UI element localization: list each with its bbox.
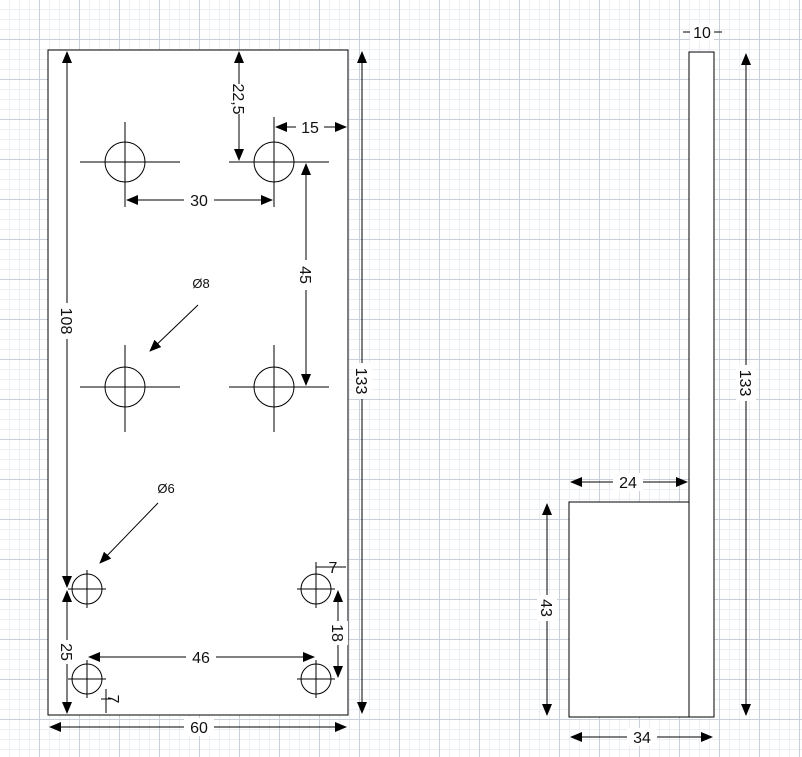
dim-side-overall-height: 133 [736, 370, 753, 397]
large-hole-top-left [80, 122, 180, 207]
dim-flange-height: 43 [537, 599, 554, 617]
dim-left-height: 108 [57, 308, 74, 335]
dim-hole-spacing-horizontal: 30 [190, 193, 208, 210]
large-hole-mid-right [229, 345, 329, 432]
callout-large-hole-diameter: Ø8 [192, 276, 209, 291]
dim-hole-spacing-vertical: 45 [296, 266, 313, 284]
dim-overall-width: 60 [190, 720, 208, 737]
front-plate-outline [47, 49, 349, 716]
dim-small-hole-edge-right: 7 [329, 560, 338, 577]
large-hole-mid-left [80, 345, 180, 432]
side-plate-outline [688, 51, 715, 718]
dim-right-offset: 15 [301, 120, 319, 137]
callout-small-hole-diameter: Ø6 [157, 481, 174, 496]
small-hole-lower-right [297, 660, 335, 698]
dim-flange-depth: 24 [619, 475, 637, 492]
leader-large-hole [149, 304, 199, 352]
side-view [542, 31, 751, 742]
small-hole-lower-left [68, 660, 106, 698]
dim-base-width: 34 [633, 730, 651, 747]
dim-small-hole-spacing-horizontal: 46 [192, 650, 210, 667]
dim-plate-thickness: 10 [693, 25, 711, 42]
side-flange-outline [568, 501, 690, 718]
dim-small-hole-spacing-vertical: 18 [328, 624, 345, 642]
dim-bottom-offset: 25 [57, 643, 74, 661]
front-view [47, 49, 367, 732]
leader-small-hole [99, 502, 159, 564]
dim-right-height: 133 [352, 368, 369, 395]
dim-small-hole-edge-bottom: 7 [104, 695, 121, 704]
dim-top-offset: 22,5 [229, 83, 246, 114]
small-hole-upper-left [68, 570, 106, 608]
